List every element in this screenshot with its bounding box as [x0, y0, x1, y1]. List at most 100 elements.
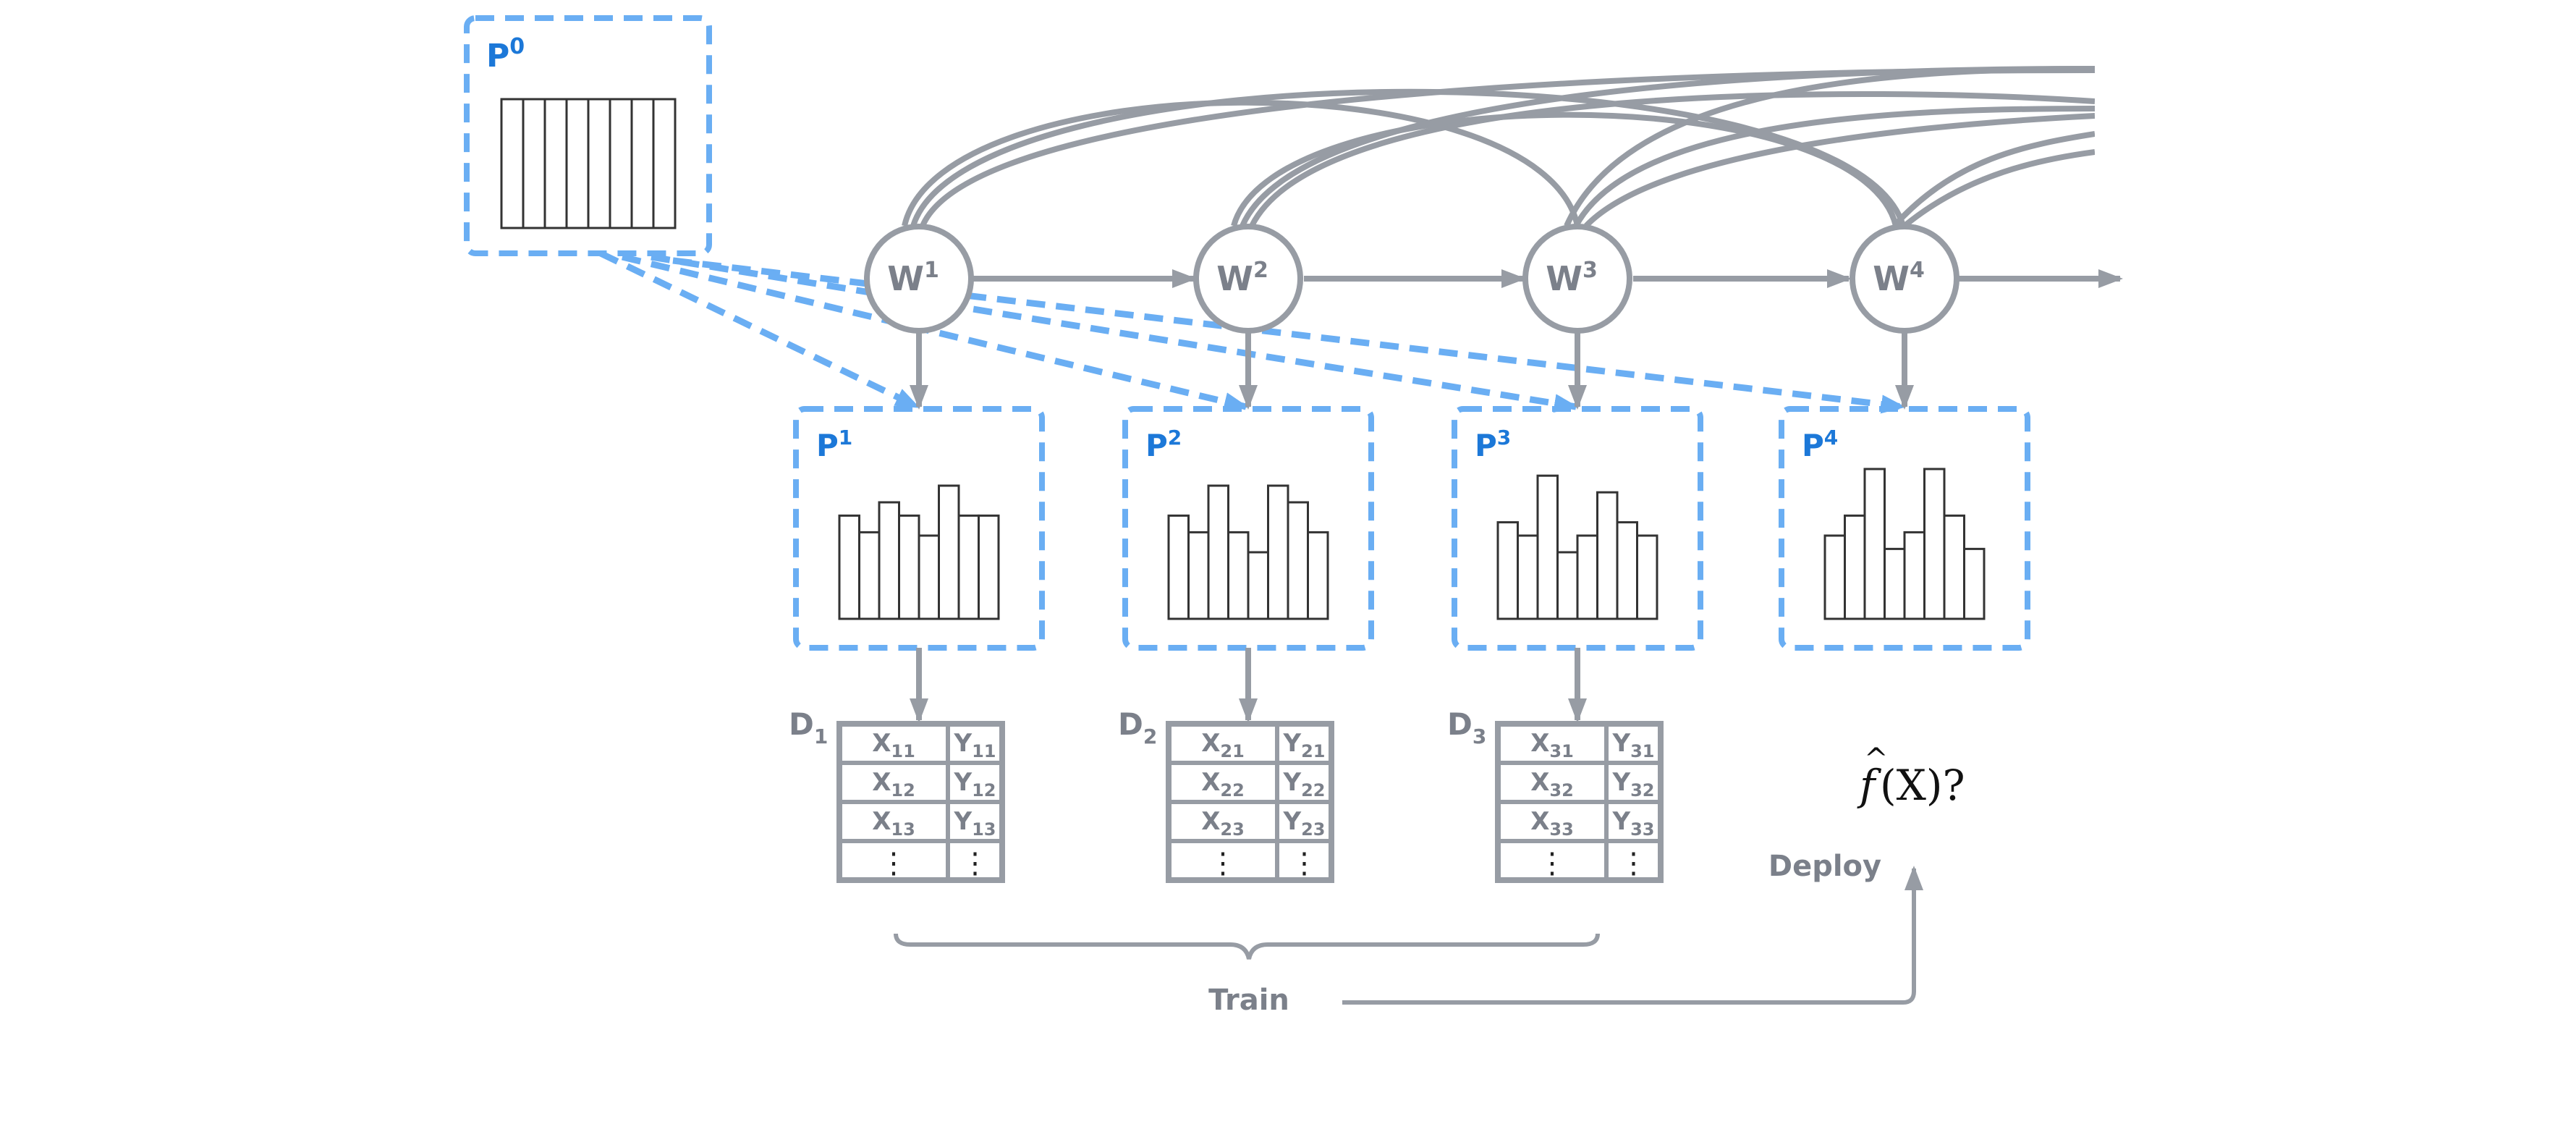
dataset-label: D1 — [789, 706, 828, 748]
histogram-bar — [1596, 491, 1619, 620]
dataset-y-cell: Y11 — [953, 729, 996, 761]
histogram-bar — [1187, 531, 1210, 620]
world-circle — [1193, 224, 1303, 334]
dataset-y-cell: Y13 — [953, 807, 996, 840]
histogram-bar — [838, 514, 860, 620]
histogram-bar — [1496, 521, 1519, 620]
dataset-x-cell: X22 — [1201, 768, 1245, 801]
prior-box: P0 — [464, 15, 712, 256]
arc-w2-beyond-2 — [1249, 90, 2095, 227]
distribution-box-3: P3 — [1452, 406, 1703, 651]
dataset-y-cell: Y12 — [953, 768, 996, 801]
dataset-ellipsis: ⋮ — [1538, 847, 1567, 880]
distribution-label: P2 — [1145, 426, 1182, 463]
arc-w3-beyond-3 — [1584, 113, 2095, 228]
arc-w3-beyond-2 — [1573, 106, 2095, 227]
train-label: Train — [1208, 984, 1289, 1017]
dataset-y-cell: Y31 — [1611, 729, 1654, 761]
world-nodes: W1 W2 W3 W4 — [864, 224, 1959, 410]
histogram-bar — [1517, 534, 1539, 620]
histogram-bar — [1823, 534, 1846, 620]
distribution-boxes: P1 P2 P3 P4 — [793, 406, 2030, 651]
prior-arrow-p3 — [651, 253, 1579, 413]
histogram-bar — [1943, 514, 1965, 620]
world-node-1: W1 — [864, 224, 974, 410]
dataset-ellipsis: ⋮ — [961, 847, 990, 880]
prior-influence-arrows — [599, 250, 1906, 414]
dataset-y-cell: Y33 — [1611, 807, 1654, 840]
histogram-bar — [1616, 521, 1638, 620]
dataset-y-cell: Y23 — [1282, 807, 1325, 840]
histogram-bar — [1844, 514, 1866, 620]
histogram-bar — [898, 514, 920, 620]
dataset-ellipsis: ⋮ — [1290, 847, 1319, 880]
histogram-bar — [978, 514, 1000, 620]
arc-w1-w4 — [910, 88, 1906, 227]
histogram-bar — [1884, 547, 1906, 620]
arc-w3-beyond — [1564, 66, 2095, 227]
dataset-x-cell: X31 — [1530, 729, 1574, 761]
world-node-4: W4 — [1850, 224, 1959, 410]
histogram-bar — [1923, 468, 1946, 620]
histogram-bar — [1247, 551, 1269, 620]
dataset-x-cell: X33 — [1530, 807, 1574, 840]
dataset-y-cell: Y32 — [1611, 768, 1654, 801]
world-node-2: W2 — [1193, 224, 1303, 410]
distribution-label: P3 — [1475, 426, 1511, 463]
world-circle — [864, 224, 974, 334]
world-label: W2 — [1216, 258, 1268, 298]
histogram-bar — [1963, 547, 1986, 620]
dataset-y-cell: Y22 — [1282, 768, 1325, 801]
histogram-bar — [1636, 534, 1658, 620]
dataset-x-cell: X32 — [1530, 768, 1574, 801]
dataset-x-cell: X13 — [872, 807, 915, 840]
arc-w4-beyond — [1892, 131, 2095, 228]
prior-label: P0 — [486, 34, 525, 75]
world-node-3: W3 — [1522, 224, 1632, 410]
histogram-bar — [918, 534, 940, 620]
world-label: W4 — [1873, 258, 1925, 298]
distribution-box-4: P4 — [1779, 406, 2030, 651]
histogram-bar — [1287, 501, 1309, 620]
world-dependency-arcs — [902, 66, 2095, 229]
arc-w2-w4 — [1231, 111, 1899, 227]
world-label: W1 — [887, 258, 939, 298]
histogram-bar — [1576, 534, 1598, 620]
dataset-ellipsis: ⋮ — [1208, 847, 1237, 880]
dataset-y-cell: Y21 — [1282, 729, 1325, 761]
histogram-bar — [858, 531, 881, 620]
dataset-ellipsis: ⋮ — [1619, 847, 1648, 880]
train-to-deploy-arrow — [1342, 866, 1923, 1005]
dataset-x-cell: X11 — [872, 729, 915, 761]
dataset-x-cell: X23 — [1201, 807, 1245, 840]
fhat-hat: ^ — [1864, 743, 1889, 776]
histogram-bar — [1307, 531, 1329, 620]
distribution-label: P4 — [1802, 426, 1838, 463]
world-circle — [1522, 224, 1632, 334]
histogram-bar — [1267, 484, 1289, 620]
prior-arrow-p2 — [621, 253, 1249, 411]
distribution-box-1: P1 — [793, 406, 1045, 651]
histogram-bar — [1556, 551, 1579, 620]
prior-uniform-grid — [500, 98, 677, 229]
histogram-bar — [1863, 468, 1886, 620]
world-circle — [1850, 224, 1959, 334]
histogram-bar — [1536, 474, 1559, 620]
prediction-query: f ^ (X)? — [1857, 743, 1965, 810]
histogram-bar — [938, 484, 960, 620]
histogram-bar — [1207, 484, 1229, 620]
histogram-bar — [1227, 531, 1250, 620]
train-brace — [894, 933, 1600, 960]
dataset-ellipsis: ⋮ — [879, 847, 908, 880]
dataset-label: D2 — [1118, 706, 1157, 748]
deploy-label: Deploy — [1768, 850, 1881, 883]
histogram-bar — [878, 501, 900, 620]
distribution-box-2: P2 — [1122, 406, 1374, 651]
dataset-x-cell: X21 — [1201, 729, 1245, 761]
distribution-label: P1 — [816, 426, 852, 463]
